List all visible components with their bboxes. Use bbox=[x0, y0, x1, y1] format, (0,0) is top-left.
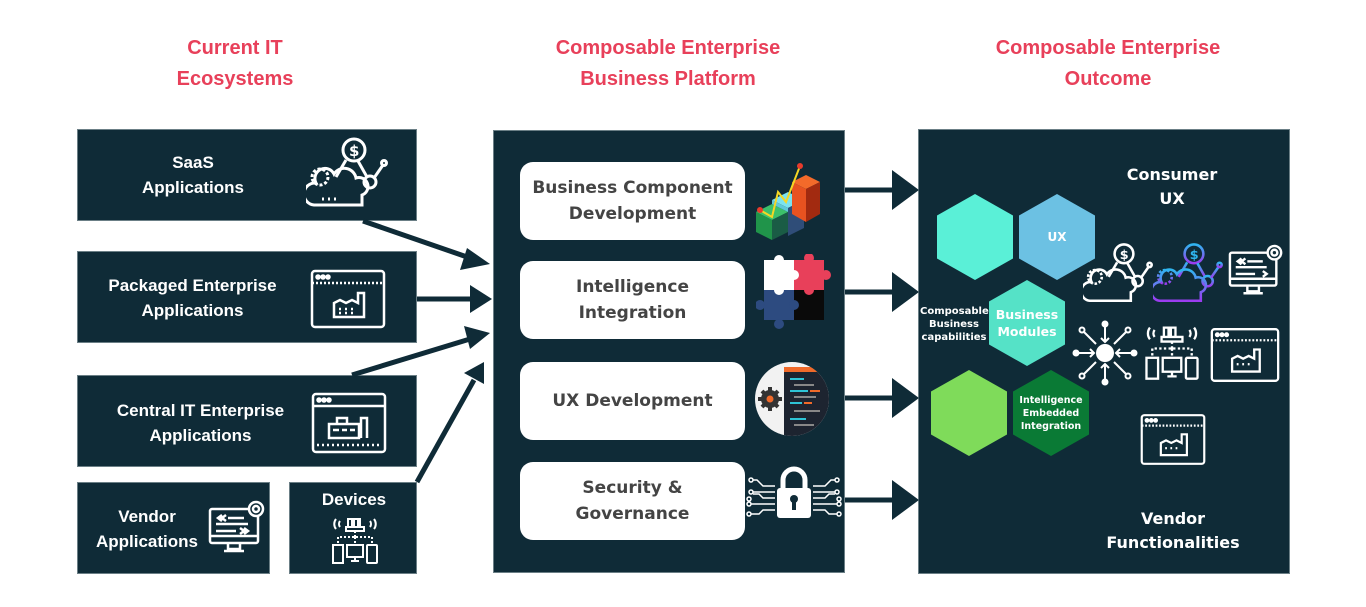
current-ecosystems-title: Current IT Ecosystems bbox=[120, 33, 350, 95]
title-line: Ecosystems bbox=[176, 68, 294, 90]
label-line: UX bbox=[1159, 189, 1185, 208]
title-line: Outcome bbox=[1064, 68, 1152, 90]
source-label: SaaS Applications bbox=[98, 150, 288, 200]
hub-network-icon bbox=[1072, 320, 1138, 386]
label-line: Business bbox=[995, 307, 1059, 322]
hex-lime bbox=[931, 370, 1007, 456]
consumer-ux-label: Consumer UX bbox=[1112, 163, 1232, 211]
label-line: Vendor bbox=[1140, 509, 1206, 528]
arrow-head bbox=[464, 362, 484, 384]
factory-window-icon bbox=[310, 269, 386, 329]
label-line: Applications bbox=[95, 532, 198, 551]
platform-title: Composable Enterprise Business Platform bbox=[510, 33, 826, 95]
platform-item-ux-development: UX Development bbox=[520, 362, 745, 440]
arrow-head bbox=[464, 326, 490, 349]
arrow-head bbox=[460, 248, 490, 270]
hex-label: UX bbox=[1047, 230, 1067, 244]
title-line: Current IT bbox=[187, 37, 283, 59]
label-line: Development bbox=[568, 204, 697, 224]
title-line: Business Platform bbox=[580, 68, 756, 90]
label-line: Business Component bbox=[532, 178, 733, 198]
source-box-packaged: Packaged Enterprise Applications bbox=[77, 251, 417, 343]
label-line: Intelligence bbox=[576, 277, 689, 297]
svg-text:$: $ bbox=[349, 142, 359, 160]
label-line: Central IT Enterprise bbox=[116, 401, 285, 420]
label-line: Intelligence bbox=[1019, 394, 1083, 406]
puzzle-icon bbox=[756, 254, 831, 329]
monitor-gear-icon bbox=[208, 500, 265, 553]
label-line: Composable bbox=[920, 306, 989, 317]
arrow-saas bbox=[362, 218, 471, 261]
label-line: Vendor bbox=[118, 507, 176, 526]
saas-cloud-dollar-icon: $ bbox=[1083, 243, 1153, 303]
devices-network-icon bbox=[1145, 326, 1199, 380]
label-line: Embedded bbox=[1022, 407, 1080, 419]
source-label: Packaged Enterprise Applications bbox=[90, 273, 295, 323]
label-line: Integration bbox=[1020, 420, 1082, 432]
bar-chart-3d-icon bbox=[756, 163, 820, 240]
label-line: UX Development bbox=[552, 391, 713, 411]
source-label: Central IT Enterprise Applications bbox=[98, 398, 303, 448]
vendor-functionalities-label: Vendor Functionalities bbox=[1100, 507, 1246, 555]
saas-cloud-dollar-icon: $ bbox=[306, 137, 388, 207]
title-line: Composable Enterprise bbox=[995, 37, 1221, 59]
label-line: Consumer bbox=[1126, 165, 1218, 184]
arrow-head bbox=[470, 285, 492, 313]
hex-teal bbox=[937, 194, 1013, 280]
factory-window-icon bbox=[1210, 328, 1280, 382]
label-line: Business bbox=[929, 319, 979, 330]
arrow-central-it bbox=[351, 336, 471, 378]
label-line: Security & bbox=[582, 478, 683, 498]
source-box-vendor: Vendor Applications bbox=[77, 482, 270, 574]
circuit-lock-icon bbox=[746, 466, 842, 518]
building-window-icon bbox=[311, 392, 387, 454]
label-line: Functionalities bbox=[1106, 533, 1240, 552]
platform-item-security-governance: Security & Governance bbox=[520, 462, 745, 540]
label-line: Integration bbox=[578, 303, 687, 323]
label-line: Applications bbox=[141, 301, 244, 320]
source-box-central-it: Central IT Enterprise Applications bbox=[77, 375, 417, 467]
arrow-head bbox=[892, 272, 919, 312]
label-line: Applications bbox=[149, 426, 252, 445]
arrow-devices bbox=[414, 378, 477, 484]
source-label: Vendor Applications bbox=[84, 504, 210, 554]
svg-text:$: $ bbox=[1120, 248, 1129, 263]
monitor-gear-icon bbox=[1228, 244, 1283, 295]
arrow-head bbox=[892, 378, 919, 418]
devices-network-icon bbox=[332, 518, 378, 564]
saas-cloud-dollar-gradient-icon: $ bbox=[1153, 243, 1223, 303]
code-gear-icon bbox=[755, 362, 829, 436]
source-label: Devices bbox=[321, 490, 387, 509]
arrow-head bbox=[892, 480, 919, 520]
composable-capabilities-label: Composable Business capabilities bbox=[920, 305, 989, 344]
label-line: Applications bbox=[141, 178, 244, 197]
factory-window-icon bbox=[1140, 414, 1206, 465]
title-line: Composable Enterprise bbox=[555, 37, 781, 59]
svg-text:$: $ bbox=[1190, 248, 1199, 263]
source-box-saas: SaaS Applications $ bbox=[77, 129, 417, 221]
outcome-title: Composable Enterprise Outcome bbox=[950, 33, 1266, 95]
label-line: Modules bbox=[997, 324, 1057, 339]
label-line: Governance bbox=[575, 504, 690, 524]
label-line: capabilities bbox=[921, 332, 987, 343]
source-box-devices: Devices bbox=[289, 482, 417, 574]
label-line: Packaged Enterprise bbox=[108, 276, 277, 295]
arrow-head bbox=[892, 170, 919, 210]
label-line: SaaS bbox=[172, 153, 214, 172]
